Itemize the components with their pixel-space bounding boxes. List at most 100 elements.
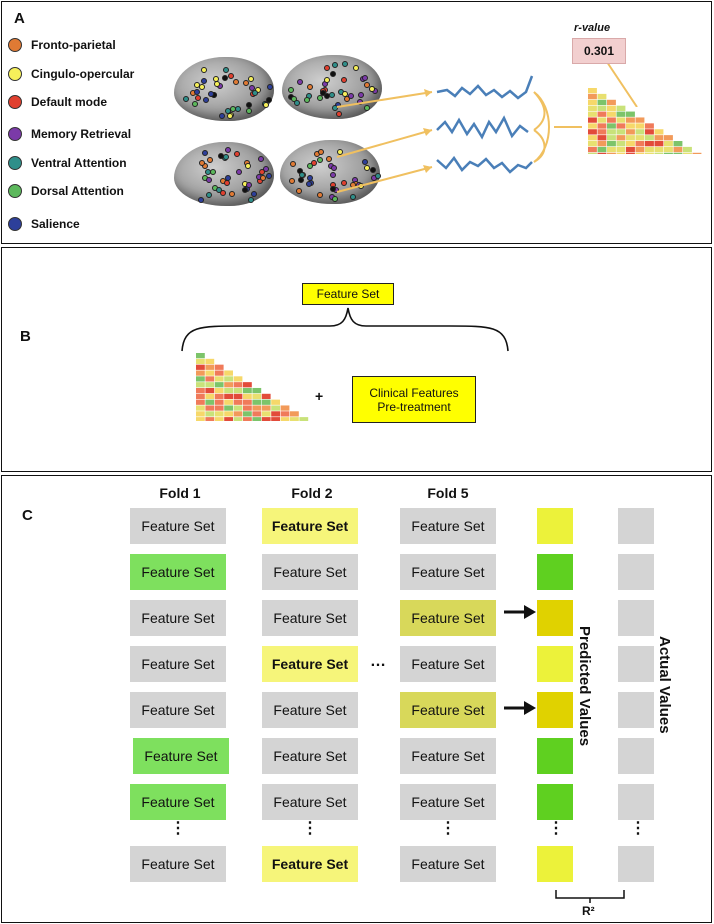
matrix-cell <box>626 129 635 135</box>
actual-value-cell <box>618 692 654 728</box>
timeseries-diagram <box>336 75 582 193</box>
matrix-cell <box>196 382 205 388</box>
legend-swatch <box>8 38 22 52</box>
matrix-cell <box>607 146 616 153</box>
legend-label: Cingulo-opercular <box>31 67 135 81</box>
actual-values-label: Actual Values <box>656 636 673 734</box>
feature-set-brace <box>181 307 509 352</box>
matrix-cell <box>654 152 664 154</box>
brain-node <box>233 78 240 85</box>
matrix-cell <box>233 411 243 417</box>
feature-set-cell: Feature Set <box>130 554 226 590</box>
feature-set-cell: Feature Set <box>400 846 496 882</box>
brain-node <box>200 78 207 85</box>
matrix-cell <box>205 387 215 394</box>
r2-label: R² <box>582 904 595 918</box>
brain-node <box>198 160 205 167</box>
continuation-dots: ⋮ <box>440 820 456 837</box>
legend-item: Salience <box>8 213 80 235</box>
legend-label: Memory Retrieval <box>31 127 132 141</box>
brain-node <box>206 176 213 183</box>
brain-node <box>262 101 269 108</box>
feature-set-cell: Feature Set <box>262 508 358 544</box>
legend-item: Ventral Attention <box>8 152 127 174</box>
feature-set-cell: Feature Set <box>400 646 496 682</box>
matrix-cell <box>597 123 607 129</box>
matrix-cell <box>635 146 645 153</box>
brain-node <box>267 83 274 90</box>
brain-node <box>258 168 265 175</box>
matrix-cell <box>214 382 224 388</box>
brain-node <box>342 60 349 67</box>
matrix-cell <box>683 152 692 154</box>
arrow-correlate-3 <box>533 129 546 163</box>
matrix-cell <box>616 152 626 154</box>
matrix-cell <box>588 123 597 129</box>
matrix-cell <box>214 411 224 417</box>
brain-node <box>202 149 209 156</box>
fold-1-header: Fold 1 <box>159 485 201 501</box>
legend-item: Fronto-parietal <box>8 34 116 56</box>
legend-swatch <box>8 217 22 231</box>
matrix-cell <box>588 141 597 147</box>
actual-value-cell <box>618 738 654 774</box>
matrix-cell <box>271 411 280 417</box>
matrix-cell <box>673 141 683 147</box>
matrix-cell <box>597 111 607 117</box>
feature-set-cell: Feature Set <box>400 738 496 774</box>
matrix-cell <box>635 123 645 129</box>
matrix-cell <box>196 411 205 417</box>
brain-node <box>317 157 324 164</box>
fold-5-header: Fold 5 <box>427 485 469 501</box>
matrix-cell <box>607 99 616 106</box>
matrix-cell <box>280 405 290 411</box>
brain-node <box>375 172 382 179</box>
brain-node <box>332 195 339 202</box>
matrix-cell <box>673 146 683 153</box>
clinical-features-line1: Clinical Features <box>369 385 459 400</box>
matrix-cell <box>196 387 205 394</box>
matrix-cell <box>692 152 702 154</box>
matrix-cell <box>243 399 252 405</box>
brain-node <box>191 101 198 108</box>
brain-node <box>244 163 251 170</box>
matrix-cell <box>635 129 645 135</box>
brain-node <box>341 76 348 83</box>
matrix-cell <box>607 117 616 123</box>
matrix-cell <box>233 405 243 411</box>
predicted-value-cell <box>537 646 573 682</box>
correlation-matrix <box>588 88 702 154</box>
brain-node <box>257 156 264 163</box>
feature-set-cell: Feature Set <box>400 508 496 544</box>
brain-node <box>203 96 210 103</box>
brain-node <box>225 147 232 154</box>
matrix-cell <box>224 405 233 411</box>
brain-node <box>305 180 312 187</box>
fold-2-header: Fold 2 <box>291 485 333 501</box>
feature-set-cell: Feature Set <box>262 846 358 882</box>
matrix-cell <box>607 129 616 135</box>
brain-node <box>307 163 314 170</box>
matrix-cell <box>588 99 597 106</box>
brain-node <box>218 113 225 120</box>
predicted-value-cell <box>537 554 573 590</box>
actual-value-cell <box>618 600 654 636</box>
brain-node <box>214 80 221 87</box>
brain-node <box>307 175 314 182</box>
brain-node <box>247 76 254 83</box>
arrow-to-series-3 <box>336 166 433 193</box>
brain-node <box>340 180 347 187</box>
brain-node <box>241 187 248 194</box>
brain-node <box>266 97 273 104</box>
matrix-cell <box>588 88 597 94</box>
matrix-cell <box>214 387 224 394</box>
matrix-cell <box>214 417 224 421</box>
matrix-cell <box>280 417 290 421</box>
matrix-cell <box>243 405 252 411</box>
matrix-cell <box>205 358 215 365</box>
brain-node <box>233 151 240 158</box>
matrix-cell <box>607 105 616 111</box>
matrix-cell <box>252 411 262 417</box>
feature-set-cell: Feature Set <box>262 554 358 590</box>
